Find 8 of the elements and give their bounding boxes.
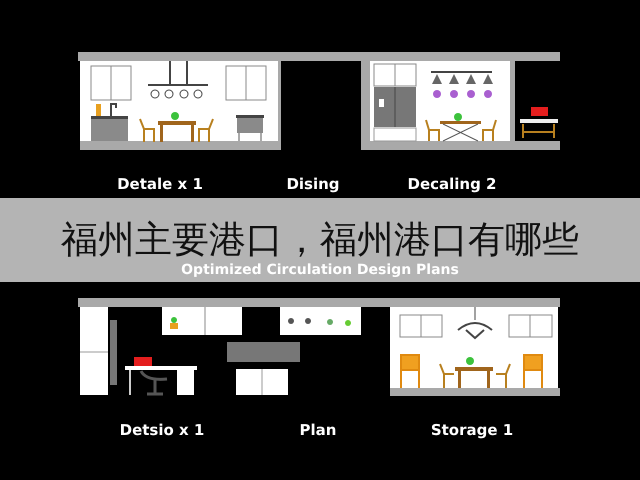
room-caption: Dising	[286, 175, 340, 193]
room-caption: Plan	[300, 421, 336, 439]
room-caption: Decaling 2	[408, 175, 496, 193]
room-caption: Detale x 1	[117, 175, 203, 193]
subtitle: Optimized Circulation Design Plans	[181, 262, 459, 278]
room-caption: Detsio x 1	[120, 421, 204, 439]
room-caption: Storage 1	[430, 421, 514, 439]
title: 福州主要港口，福州港口有哪些	[60, 218, 580, 262]
